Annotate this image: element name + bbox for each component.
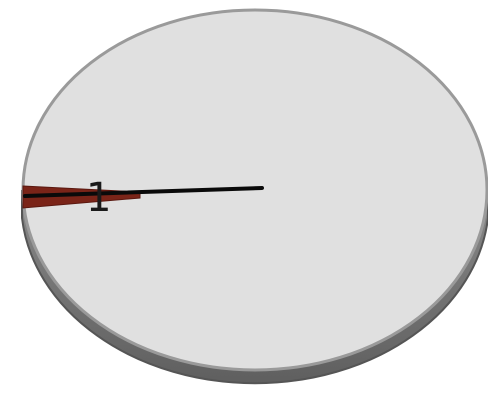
dial-label: 1 [86,175,111,221]
